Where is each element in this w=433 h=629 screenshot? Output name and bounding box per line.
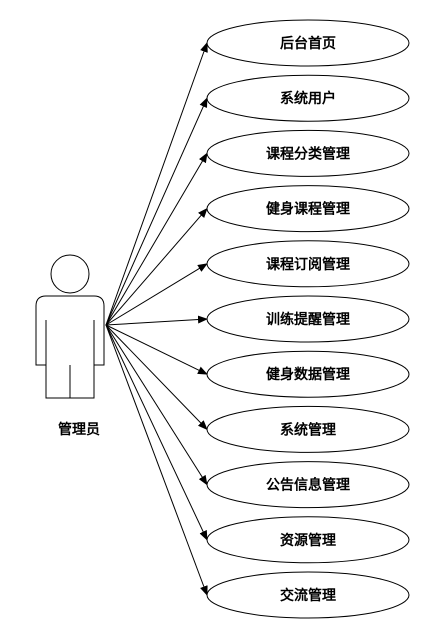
use-case-label: 系统管理: [280, 421, 336, 438]
association-arrow: [105, 324, 208, 596]
use-case-ellipse: [206, 74, 410, 122]
use-case-10: 资源管理: [206, 516, 410, 564]
use-case-label: 健身课程管理: [266, 201, 350, 218]
actor-label: 管理员: [58, 421, 100, 438]
use-case-6: 训练提醒管理: [206, 295, 410, 343]
use-case-label: 训练提醒管理: [266, 311, 350, 328]
use-cases: 后台首页系统用户课程分类管理健身课程管理课程订阅管理训练提醒管理健身数据管理系统…: [206, 19, 410, 619]
use-case-label: 公告信息管理: [266, 477, 350, 494]
actor: 管理员: [35, 254, 105, 438]
use-case-ellipse: [206, 461, 410, 509]
association-arrow: [105, 324, 208, 431]
use-case-11: 交流管理: [206, 571, 410, 619]
use-case-ellipse: [206, 516, 410, 564]
use-case-label: 交流管理: [280, 587, 336, 604]
use-case-ellipse: [206, 185, 410, 233]
use-case-label: 课程订阅管理: [266, 256, 350, 273]
association-arrow: [105, 324, 208, 375]
use-case-label: 资源管理: [280, 532, 336, 549]
association-arrow: [105, 207, 208, 326]
use-case-1: 后台首页: [206, 19, 410, 67]
use-case-label: 健身数据管理: [266, 366, 350, 383]
association-arrow: [105, 324, 208, 486]
use-case-ellipse: [206, 240, 410, 288]
association-arrow: [105, 315, 208, 326]
actor-head: [50, 254, 90, 294]
use-case-label: 系统用户: [280, 90, 336, 107]
association-arrow: [105, 152, 208, 326]
association-arrow: [105, 263, 208, 326]
use-case-ellipse: [206, 19, 410, 67]
use-case-9: 公告信息管理: [206, 461, 410, 509]
stick-figure-icon: [35, 254, 105, 399]
use-case-label: 后台首页: [280, 35, 336, 52]
association-arrow: [105, 97, 208, 326]
use-case-8: 系统管理: [206, 405, 410, 453]
use-case-ellipse: [206, 405, 410, 453]
use-case-2: 系统用户: [206, 74, 410, 122]
use-case-ellipse: [206, 295, 410, 343]
association-arrow: [105, 42, 208, 326]
use-case-7: 健身数据管理: [206, 350, 410, 398]
association-arrow: [105, 324, 208, 541]
use-case-ellipse: [206, 129, 410, 177]
use-case-ellipse: [206, 350, 410, 398]
use-case-3: 课程分类管理: [206, 129, 410, 177]
use-case-4: 健身课程管理: [206, 185, 410, 233]
use-case-ellipse: [206, 571, 410, 619]
connectors: [105, 42, 208, 596]
use-case-label: 课程分类管理: [266, 145, 350, 162]
actor-body: [35, 295, 105, 399]
use-case-5: 课程订阅管理: [206, 240, 410, 288]
